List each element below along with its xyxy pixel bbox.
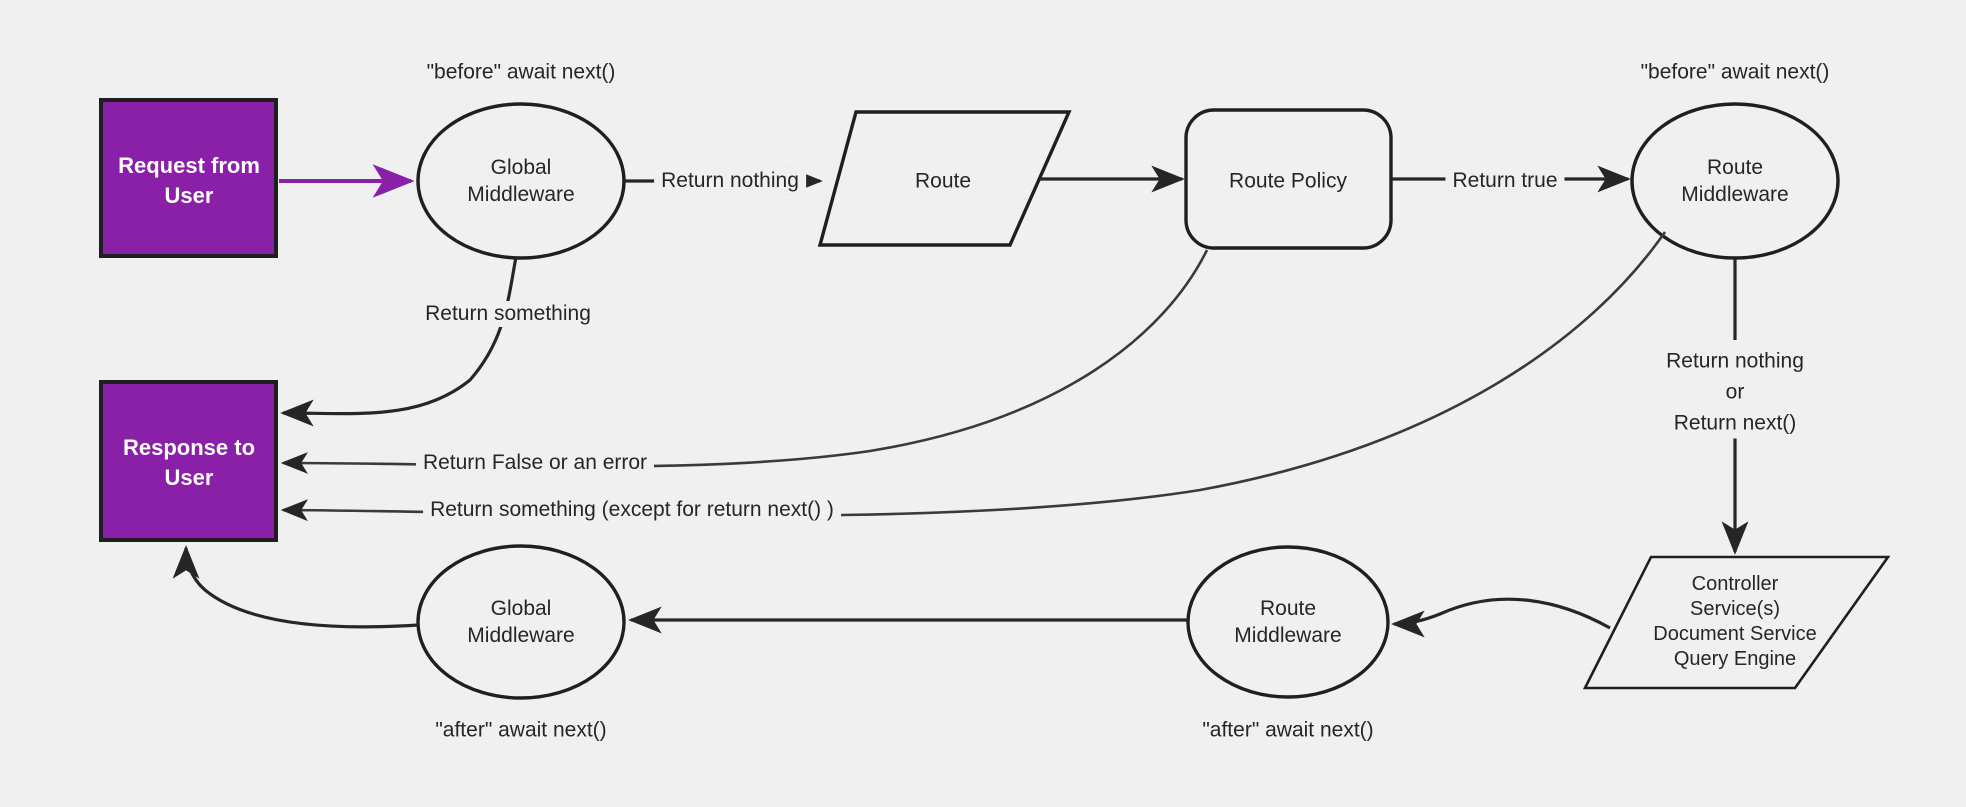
- edge-label-return-something-except-next: Return something (except for return next…: [423, 497, 841, 523]
- node-controller[interactable]: [1582, 555, 1891, 690]
- node-request[interactable]: [99, 98, 278, 258]
- edge-label-return-nothing: Return nothing: [654, 168, 806, 194]
- edge-global-middleware-to-response: [280, 256, 518, 427]
- edge-label-return-something: Return something: [418, 301, 598, 327]
- annotation-before-await-next-global: "before" await next(): [426, 60, 616, 84]
- annotation-before-await-next-route: "before" await next(): [1640, 60, 1830, 84]
- edge-label-return-nothing-or-next: Return nothing or Return next(): [1659, 345, 1811, 439]
- edge-controller-to-route-middleware-bottom: [1391, 597, 1611, 638]
- edge-route-policy-to-response: [280, 249, 1209, 474]
- node-route-policy[interactable]: [1184, 108, 1393, 250]
- edge-label-return-false-or-error: Return False or an error: [415, 450, 655, 476]
- edge-global-middleware-bottom-to-response: [172, 545, 419, 629]
- node-route-middleware-bottom[interactable]: [1186, 545, 1390, 699]
- annotation-after-await-next-global: "after" await next(): [435, 718, 607, 742]
- node-global-middleware-top[interactable]: [416, 102, 626, 260]
- node-global-middleware-bottom[interactable]: [416, 544, 626, 700]
- edge-label-return-nothing-or-next-line2: or: [1725, 380, 1745, 404]
- edge-label-return-nothing-or-next-line3: Return next(): [1673, 411, 1797, 435]
- edge-label-return-true: Return true: [1445, 168, 1565, 194]
- edge-label-return-nothing-or-next-line1: Return nothing: [1666, 349, 1804, 373]
- node-response[interactable]: [99, 380, 278, 542]
- node-route[interactable]: [817, 110, 1072, 247]
- annotation-after-await-next-route: "after" await next(): [1202, 718, 1374, 742]
- node-route-middleware-top[interactable]: [1630, 102, 1840, 260]
